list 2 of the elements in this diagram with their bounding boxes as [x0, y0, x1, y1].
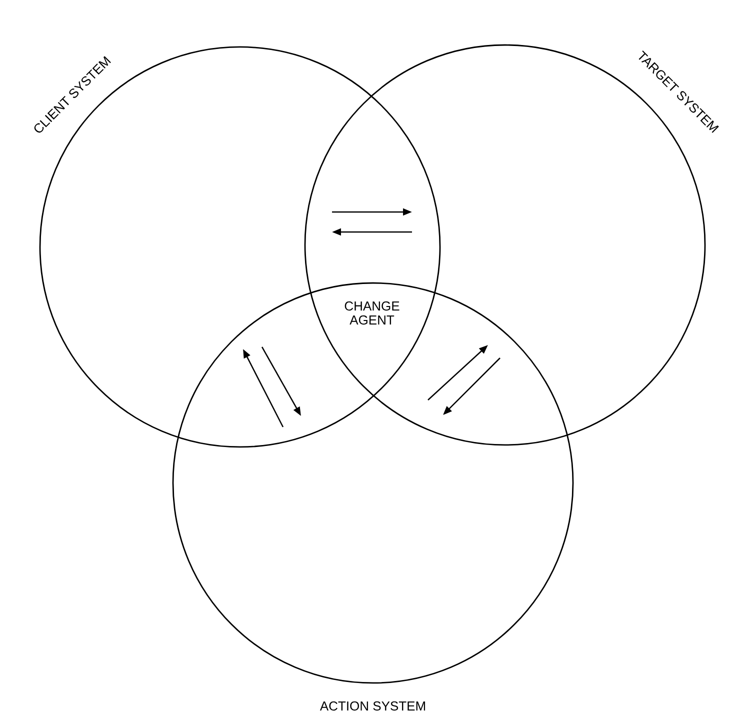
- center-label: CHANGE AGENT: [344, 301, 400, 325]
- circle-label: ACTION SYSTEM: [320, 701, 426, 711]
